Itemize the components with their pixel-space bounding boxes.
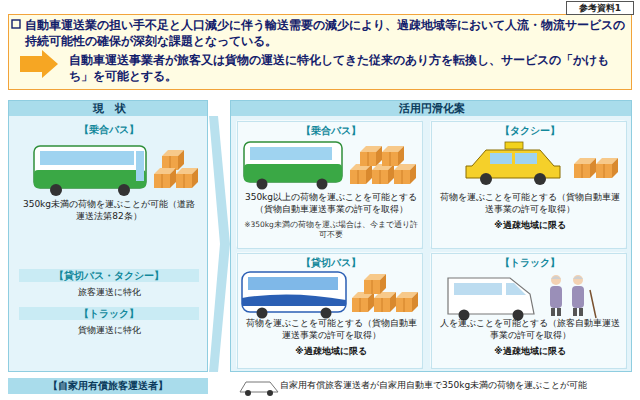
panel-box: 【貸切バス】荷物を運ぶことを可能とする（貨物自動車運送事業の許可を取得） ※過疎地…: [237, 253, 423, 369]
body-text: 荷物を運ぶことを可能とする（貨物自動車運送事業の許可を取得）: [242, 318, 420, 341]
elderly-person: [550, 275, 562, 316]
chevron-arrow: [209, 116, 230, 372]
section-label: 【乗合バス】: [242, 124, 420, 137]
panel-box: 【トラック】人を運ぶことを可能とする（旅客自動車運送事業の許可を取得） ※過疎地域…: [431, 253, 627, 369]
body-text: 人を運ぶことを可能とする（旅客自動車運送事業の許可を取得）: [436, 318, 624, 341]
body-text: 荷物を運ぶことを可能とする（貨物自動車運送事業の許可を取得）: [436, 192, 624, 215]
bullet-square: [12, 20, 20, 28]
private-car: [240, 382, 278, 396]
panel-box: 自動車運送業の担い手不足と人口減少に伴う輸送需要の減少により、過疎地域等において…: [8, 14, 632, 90]
panel-box: 【タクシー】荷物を運ぶことを可能とする（貨物自動車運送事業の許可を取得） ※過疎地…: [431, 121, 627, 249]
panel-box: 【自家用有償旅客運送者】 自家用有償旅客運送者が自家用自動車で350kg未満の荷物…: [8, 376, 632, 398]
body-text: 自動車運送事業者が旅客又は貨物の運送に特化してきた従来のあり方を転換し、サービス…: [69, 53, 625, 84]
panel-box: 現 状【乗合バス】 350kg未満の荷物を運ぶことが可能（道路運送法第82条） 【貸…: [8, 100, 208, 372]
elderly-person: [572, 275, 584, 316]
header-band: 現 状: [9, 101, 209, 117]
body-text: 自動車運送業の担い手不足と人口減少に伴う輸送需要の減少により、過疎地域等において…: [25, 18, 625, 49]
section-label: 【タクシー】: [436, 124, 624, 137]
section-label: 【貸切バス】: [242, 256, 420, 269]
body-text: ※過疎地域に限る: [436, 220, 624, 231]
body-text: ※過疎地域に限る: [242, 346, 420, 357]
panel-box: 【乗合バス】 350kg以上の荷物を運ぶことを可能とする（貨物自動車運送事業の許可…: [237, 121, 423, 249]
header-band: 【自家用有償旅客運送者】: [8, 378, 208, 394]
section-label: 【トラック】: [436, 256, 624, 269]
panel-box: 活用円滑化案【乗合バス】 350kg以上の荷物を運ぶことを可能とする（貨物自動車運…: [230, 100, 632, 372]
body-text: 350kg以上の荷物を運ぶことを可能とする（貨物自動車運送事業の許可を取得）: [242, 192, 420, 215]
section-label: 【貸切バス・タクシー】: [19, 269, 199, 282]
section-label: 【乗合バス】: [19, 123, 199, 136]
section-label: 【トラック】: [19, 307, 199, 320]
route-bus: [34, 146, 146, 196]
body-text: 350kg未満の荷物を運ぶことが可能（道路運送法第82条）: [19, 199, 199, 222]
body-text: 旅客運送に特化: [19, 287, 199, 299]
body-text: 貨物運送に特化: [19, 325, 199, 337]
charter-bus: [242, 272, 346, 319]
reference-tag: 参考資料1: [566, 1, 634, 15]
taxi: [466, 142, 560, 185]
body-text: ※350kg未満の荷物を運ぶ場合は、今まで通り許可不要: [242, 220, 420, 240]
route-bus: [244, 142, 342, 190]
truck-van: [448, 278, 534, 321]
body-text: ※過疎地域に限る: [436, 346, 624, 357]
body-text: 自家用有償旅客運送者が自家用自動車で350kg未満の荷物を運ぶことが可能: [280, 380, 630, 392]
orange-arrow: [20, 50, 58, 78]
header-band: 活用円滑化案: [231, 101, 633, 117]
